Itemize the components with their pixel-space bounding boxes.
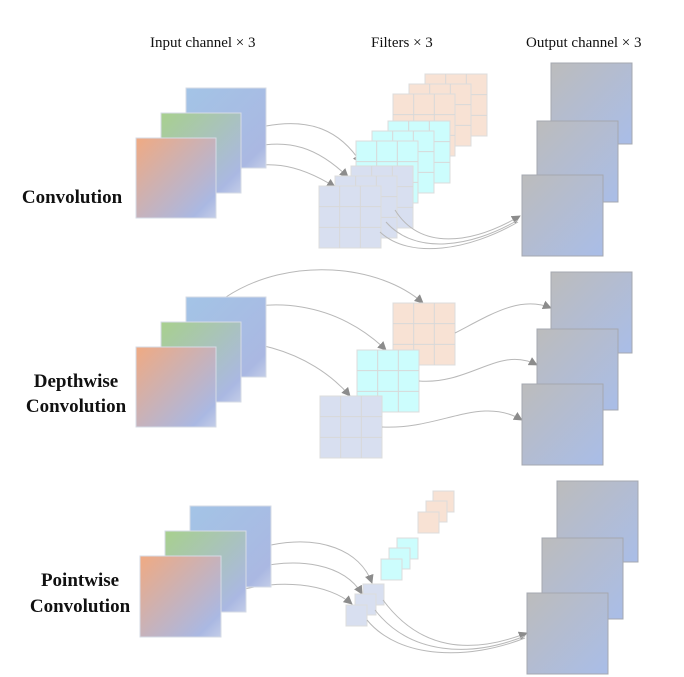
connector-line bbox=[379, 221, 519, 250]
output-channel-3 bbox=[521, 383, 604, 466]
filter-lavender bbox=[319, 395, 383, 459]
row-label-pointwise-line2: Convolution bbox=[30, 596, 131, 617]
connector-arrow bbox=[265, 123, 362, 164]
connector-arrow bbox=[225, 269, 424, 304]
filter-lavender-layer bbox=[318, 185, 382, 249]
connector-arrow bbox=[418, 357, 538, 382]
connector-line bbox=[366, 619, 526, 654]
filter-orange-layer bbox=[417, 511, 440, 534]
convolution-row bbox=[135, 62, 633, 257]
input-channel-title: Input channel × 3 bbox=[150, 35, 256, 51]
connector-arrow bbox=[394, 209, 521, 240]
connector-line bbox=[374, 609, 526, 650]
output-channel-3 bbox=[526, 592, 609, 675]
filters-title: Filters × 3 bbox=[371, 35, 433, 51]
pointwise-convolution-row bbox=[139, 480, 639, 675]
filter-cyan-layer bbox=[380, 558, 403, 581]
connector-arrow bbox=[270, 541, 374, 584]
row-label-depthwise-line1: Depthwise bbox=[34, 371, 118, 392]
connector-arrow bbox=[381, 410, 523, 428]
connector-arrow bbox=[382, 599, 528, 646]
output-channel-title: Output channel × 3 bbox=[526, 35, 642, 51]
row-label-depthwise-line2: Convolution bbox=[26, 396, 127, 417]
input-channel-orange bbox=[135, 346, 217, 428]
input-channel-orange bbox=[135, 137, 217, 219]
row-label-convolution: Convolution bbox=[22, 187, 123, 208]
filter-lavender-layer bbox=[345, 604, 368, 627]
row-label-pointwise-line1: Pointwise bbox=[41, 570, 119, 591]
connector-line bbox=[385, 219, 519, 245]
connector-arrow bbox=[454, 300, 552, 334]
output-channel-3 bbox=[521, 174, 604, 257]
input-channel-orange bbox=[139, 555, 222, 638]
depthwise-convolution-row bbox=[135, 269, 633, 466]
